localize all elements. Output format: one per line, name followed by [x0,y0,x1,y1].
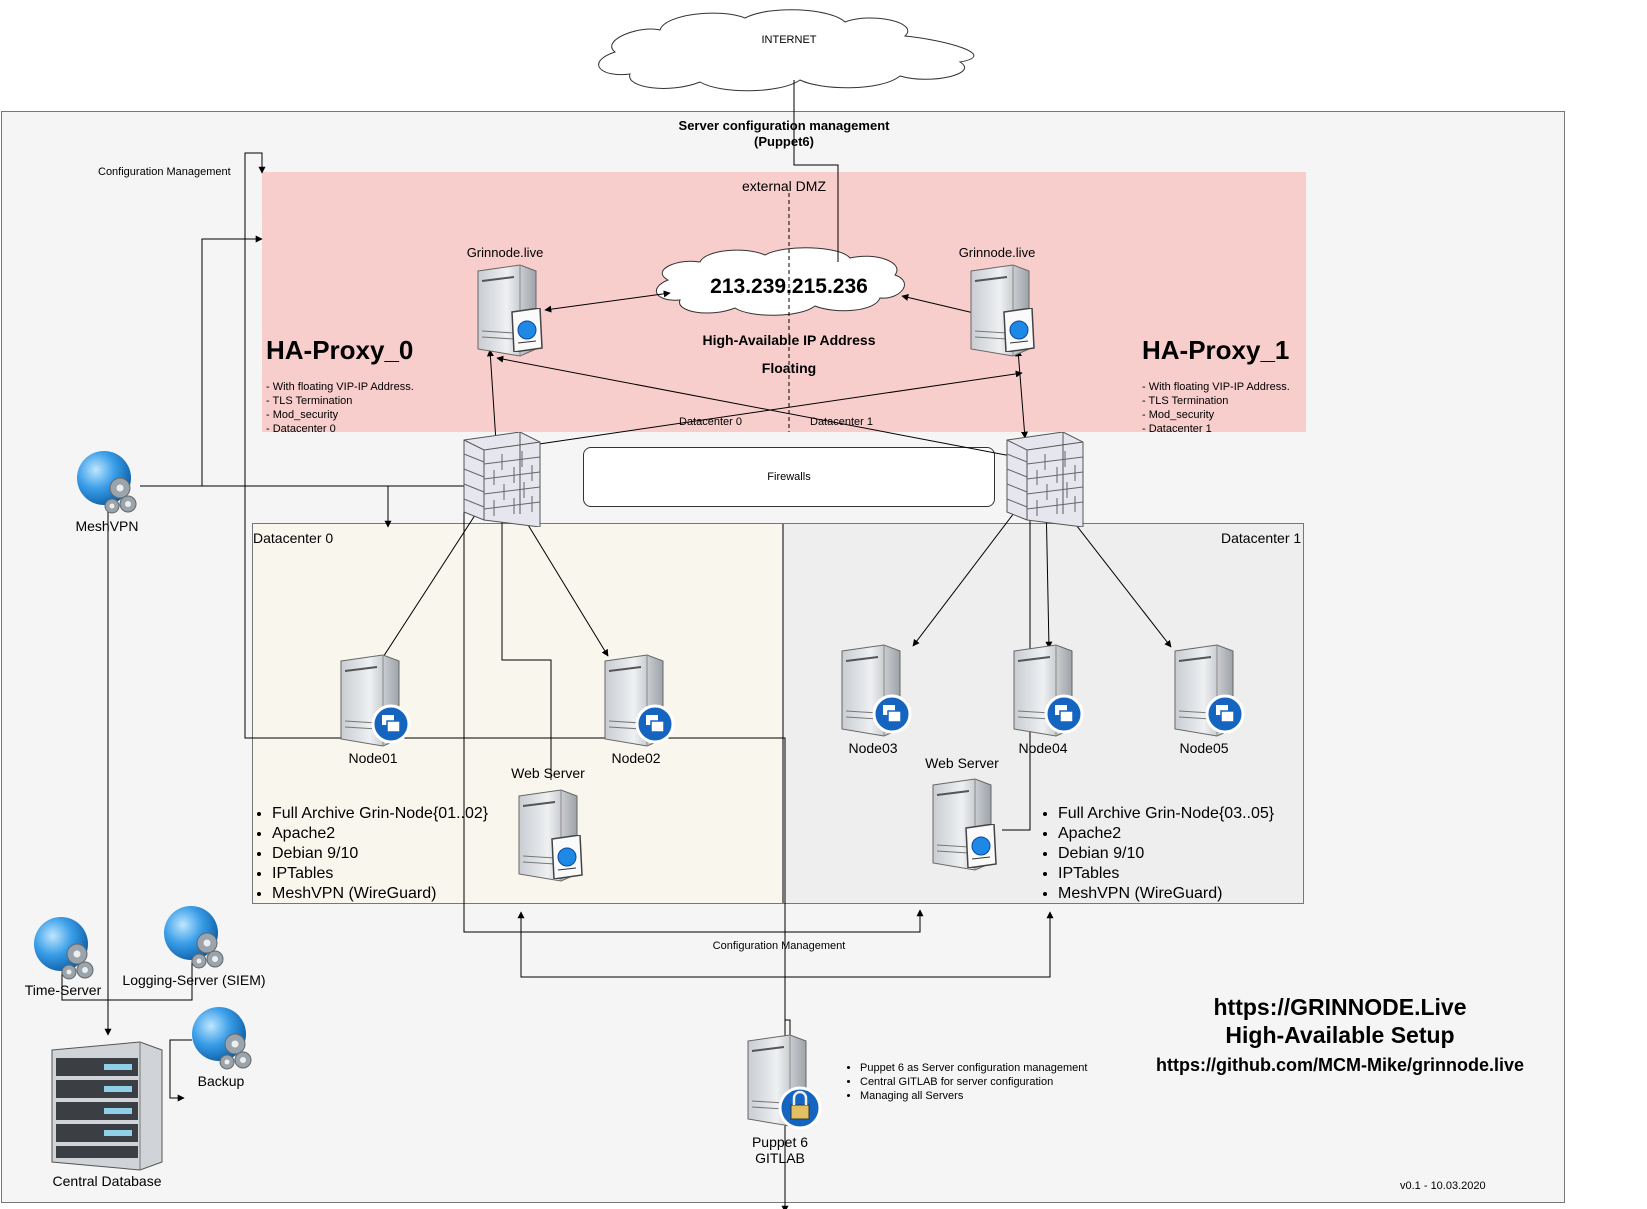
proxy0-host-label: Grinnode.live [466,245,544,260]
firewall-1-icon [1006,432,1084,527]
ha-proxy-0-note: - With floating VIP-IP Address. [266,381,414,393]
config-mgmt-top-label: Configuration Management [98,166,231,178]
node04-label: Node04 [1018,740,1068,756]
central-database-label: Central Database [52,1173,162,1189]
config-mgmt-bottom-label: Configuration Management [712,940,846,952]
ha-proxy-1-note: - TLS Termination [1142,395,1229,407]
internet-cloud [598,9,975,92]
ha-proxy-0-server-icon [477,264,543,357]
version-label: v0.1 - 10.03.2020 [1400,1180,1486,1192]
ha-proxy-0-title: HA-Proxy_0 [266,335,414,365]
logging-server-globe-icon [163,905,224,969]
time-server-label: Time-Server [24,982,102,998]
puppet-notes-list: Puppet 6 as Server configuration managem… [846,1061,1087,1103]
backup-label: Backup [197,1073,245,1089]
dc1-feature: IPTables [1058,864,1274,884]
footer-setup-title: High-Available Setup [1225,1022,1455,1048]
outer-title-line2: (Puppet6) [754,134,814,149]
ha-proxy-1-title: HA-Proxy_1 [1142,335,1290,365]
dc1-feature: Apache2 [1058,824,1274,844]
backup-globe-icon [191,1006,252,1070]
footer-site-title: https://GRINNODE.Live [1213,994,1467,1020]
internet-label: INTERNET [761,34,817,46]
ha-proxy-0-note: - Datacenter 0 [266,423,336,435]
ha-proxy-0-note: - TLS Termination [266,395,353,407]
dc1-link-label: Datacenter 1 [810,416,873,428]
node01-icon [340,654,411,747]
dc0-feature: Apache2 [272,824,488,844]
dc0-feature: MeshVPN (WireGuard) [272,884,488,904]
logging-server-label: Logging-Server (SIEM) [122,972,266,988]
dc0-feature: Debian 9/10 [272,844,488,864]
node01-label: Node01 [348,750,398,766]
dc1-feature-list: Full Archive Grin-Node{03..05} Apache2 D… [1040,804,1274,904]
vip-floating: Floating [761,360,817,376]
node03-icon [841,644,912,737]
dc0-title: Datacenter 0 [253,530,334,546]
ha-proxy-1-server-icon [970,264,1035,357]
node02-icon [604,654,675,747]
ha-proxy-1-note: - Mod_security [1142,409,1215,421]
node04-icon [1013,644,1084,737]
web-server-dc1-icon [932,778,997,871]
dc1-feature: Full Archive Grin-Node{03..05} [1058,804,1274,824]
firewalls-label: Firewalls [767,471,811,483]
node05-label: Node05 [1179,740,1229,756]
footer-github-link[interactable]: https://github.com/MCM-Mike/grinnode.liv… [1156,1055,1524,1075]
node02-label: Node02 [611,750,661,766]
proxy1-host-label: Grinnode.live [958,245,1036,260]
dc0-link-label: Datacenter 0 [679,416,742,428]
puppet-note: Managing all Servers [860,1089,1087,1103]
puppet-label-line1: Puppet 6 [751,1134,809,1150]
node03-label: Node03 [848,740,898,756]
puppet-gitlab-server-icon [747,1034,822,1130]
ha-proxy-0-note: - Mod_security [266,409,339,421]
ha-proxy-1-notes: - With floating VIP-IP Address. - TLS Te… [1142,380,1290,436]
vip-address: 213.239.215.236 [710,275,868,298]
web-server-dc1-label: Web Server [925,755,999,771]
meshvpn-globe-icon [76,450,137,514]
web-server-dc0-icon [518,789,583,882]
node05-icon [1174,644,1245,737]
ha-proxy-1-note: - Datacenter 1 [1142,423,1212,435]
puppet-note: Puppet 6 as Server configuration managem… [860,1061,1087,1075]
puppet-note: Central GITLAB for server configuration [860,1075,1087,1089]
dc1-feature: Debian 9/10 [1058,844,1274,864]
meshvpn-label: MeshVPN [75,518,139,534]
dc0-feature: IPTables [272,864,488,884]
central-database-icon [51,1041,163,1171]
dmz-label: external DMZ [741,178,827,194]
firewall-0-icon [463,432,541,527]
ha-proxy-0-notes: - With floating VIP-IP Address. - TLS Te… [266,380,414,436]
dc0-feature: Full Archive Grin-Node{01..02} [272,804,488,824]
dc0-feature-list: Full Archive Grin-Node{01..02} Apache2 D… [254,804,488,904]
dc1-feature: MeshVPN (WireGuard) [1058,884,1274,904]
dc1-title: Datacenter 1 [1221,530,1302,546]
vip-subtitle: High-Available IP Address [702,332,876,348]
ha-proxy-1-note: - With floating VIP-IP Address. [1142,381,1290,393]
web-server-dc0-label: Web Server [511,765,585,781]
puppet-label-line2: GITLAB [755,1150,805,1166]
time-server-globe-icon [33,916,94,980]
outer-title-line1: Server configuration management [678,118,890,133]
vip-cloud [655,247,905,316]
